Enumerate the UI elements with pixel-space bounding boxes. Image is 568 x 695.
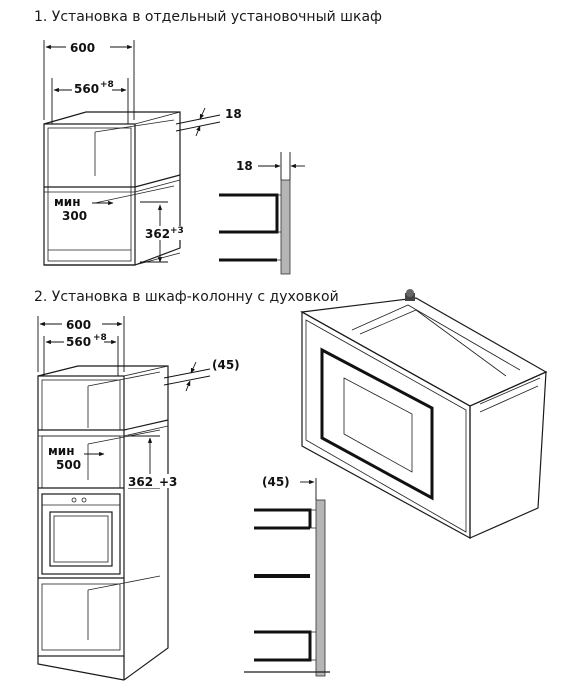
s1-min-300-value: 300	[62, 209, 87, 223]
s2-min-label: мин	[48, 444, 75, 458]
s2-min-500-value: 500	[56, 458, 81, 472]
section1-dim-560: 560 +8	[51, 78, 129, 124]
s1-min-label: мин	[54, 195, 81, 209]
section1-dim-600: 600	[43, 40, 135, 120]
section1-dim-18-side: 18	[175, 107, 242, 137]
s2-dim-560-label: 560	[66, 335, 91, 349]
s2-dim-45-panel-label: (45)	[262, 475, 290, 489]
s1-dim-560-label: 560	[74, 82, 99, 96]
section2-heading: 2. Установка в шкаф-колонну с духовкой	[34, 289, 339, 305]
section2-dim-600: 600	[37, 316, 125, 372]
s2-dim-45-side-label: (45)	[212, 358, 240, 372]
section2-side-profile: (45)	[244, 475, 330, 677]
s2-dim-362-label: 362	[128, 475, 153, 489]
s1-dim-18-side-label: 18	[225, 107, 242, 121]
section2-min-500: мин 500	[48, 444, 105, 472]
section1-side-profile: 18	[219, 152, 305, 275]
section1-dim-362: 362 +3	[140, 201, 188, 263]
s2-dim-600-label: 600	[66, 318, 91, 332]
section2-appliance	[300, 289, 548, 540]
s2-dim-560-tol: +8	[93, 333, 107, 343]
section1-min-300: мин 300	[54, 195, 114, 223]
s2-dim-362-tol: +3	[159, 475, 177, 489]
section2-dim-560: 560 +8	[43, 333, 119, 376]
section2-column	[37, 365, 169, 681]
s1-dim-362-label: 362	[145, 227, 170, 241]
section1-cabinet	[43, 111, 181, 266]
s1-dim-600-label: 600	[70, 41, 95, 55]
section2-dim-362: 362 +3	[126, 435, 182, 489]
s1-dim-362-tol: +3	[170, 226, 184, 236]
s1-dim-560-tol: +8	[100, 80, 114, 90]
s1-dim-18-panel-label: 18	[236, 159, 253, 173]
section2-dim-45-side: (45)	[163, 358, 240, 392]
section1-heading: 1. Установка в отдельный установочный шк…	[34, 9, 382, 25]
